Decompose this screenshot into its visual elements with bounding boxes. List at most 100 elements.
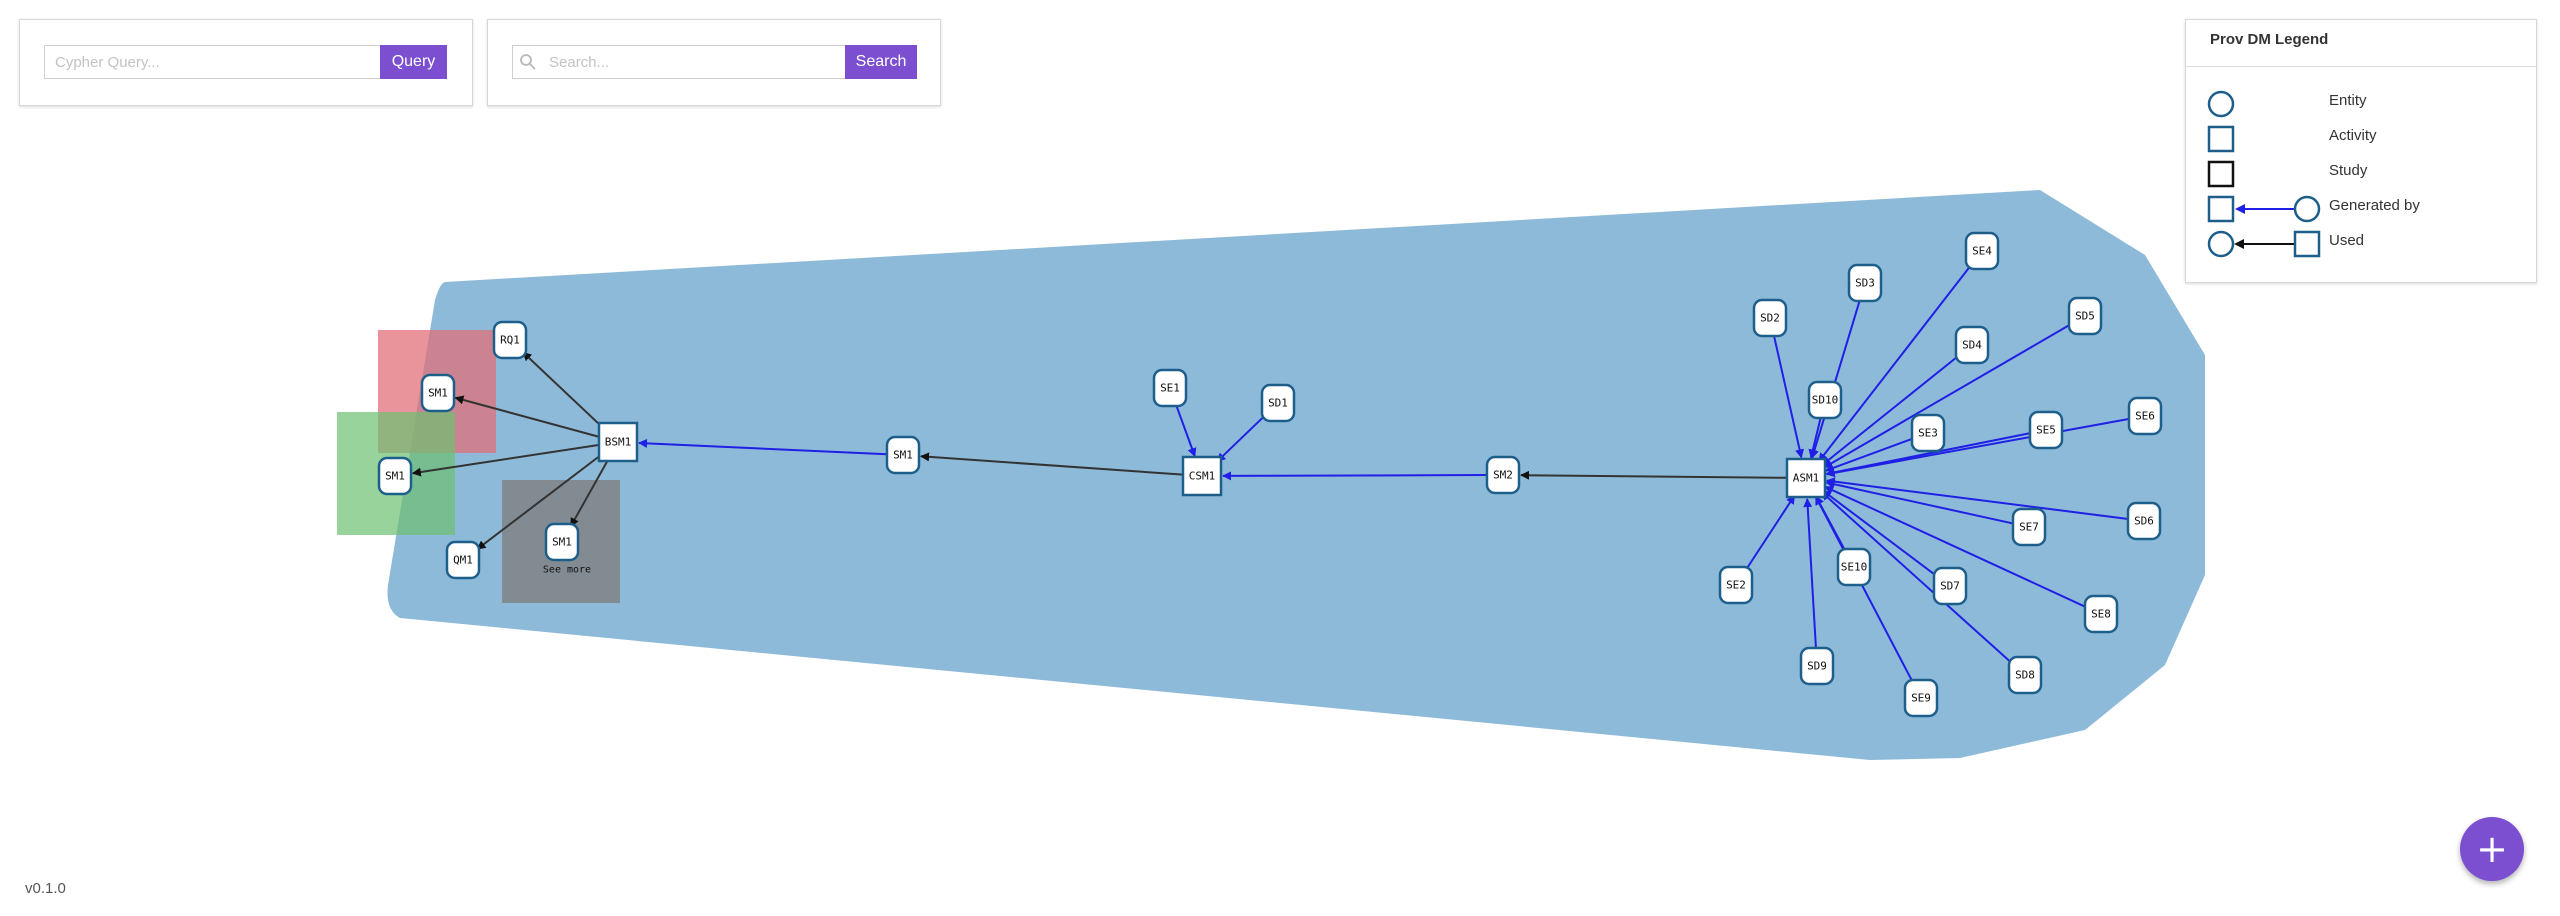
search-input[interactable] <box>512 45 845 79</box>
see-more-link[interactable]: See more <box>543 565 591 576</box>
node-label: CSM1 <box>1189 470 1216 483</box>
node-label: SE7 <box>2019 521 2039 534</box>
node-sd10[interactable]: SD10 <box>1807 380 1843 420</box>
edge-sd10-asm1 <box>1808 415 1823 459</box>
edge-se1-csm1 <box>1174 402 1197 458</box>
node-se9[interactable]: SE9 <box>1903 678 1939 718</box>
node-label: SM2 <box>1493 469 1513 482</box>
edge-sd5-asm1 <box>1823 323 2072 469</box>
entity-node-shape <box>1752 298 1788 338</box>
node-se4[interactable]: SE4 <box>1964 231 2000 271</box>
node-sd3[interactable]: SD3 <box>1847 263 1883 303</box>
generated-by-arrow-icon <box>2207 195 2321 223</box>
edge-se4-asm1 <box>1818 263 1973 463</box>
node-sd8[interactable]: SD8 <box>2007 655 2043 695</box>
activity-node-shape <box>597 421 639 463</box>
edge-asm1-sm2 <box>1520 470 1788 480</box>
node-qm1[interactable]: QM1 <box>445 540 481 580</box>
cypher-query-input[interactable] <box>44 45 380 79</box>
edge-sd8-asm1 <box>1820 491 2014 666</box>
query-button[interactable]: Query <box>380 45 447 79</box>
edge-sm1d-bsm1 <box>638 438 888 456</box>
node-asm1[interactable]: ASM1 <box>1785 457 1827 499</box>
node-se10[interactable]: SE10 <box>1836 547 1872 587</box>
node-label: QM1 <box>453 554 473 567</box>
edge-sd1-csm1 <box>1216 413 1268 463</box>
node-label: SM1 <box>552 536 572 549</box>
node-se2[interactable]: SE2 <box>1718 565 1754 605</box>
entity-node-shape <box>2011 507 2047 547</box>
node-label: SM1 <box>893 449 913 462</box>
edge-sd4-asm1 <box>1821 354 1961 466</box>
entity-node-shape <box>2067 296 2103 336</box>
entity-node-shape <box>1964 231 2000 271</box>
node-sd7[interactable]: SD7 <box>1932 566 1968 606</box>
node-label: SE9 <box>1911 692 1931 705</box>
entity-node-shape <box>2007 655 2043 695</box>
entity-node-shape <box>1836 547 1872 587</box>
version-label: v0.1.0 <box>25 880 66 897</box>
node-label: SE10 <box>1841 561 1868 574</box>
node-label: SE5 <box>2036 424 2056 437</box>
entity-node-shape <box>1903 678 1939 718</box>
node-rq1[interactable]: RQ1 <box>492 320 528 360</box>
legend-title: Prov DM Legend <box>2210 31 2329 48</box>
entity-node-shape <box>1152 368 1188 408</box>
node-sm1a[interactable]: SM1 <box>420 373 456 413</box>
node-label: SD9 <box>1807 660 1827 673</box>
node-se3[interactable]: SE3 <box>1910 413 1946 453</box>
add-button[interactable]: + <box>2460 817 2524 881</box>
entity-node-shape <box>2127 396 2163 436</box>
entity-node-shape <box>1260 383 1296 423</box>
node-label: SE6 <box>2135 410 2155 423</box>
activity-square-icon <box>2207 125 2235 153</box>
edge-sd2-asm1 <box>1772 333 1805 459</box>
edge-bsm1-rq1 <box>522 351 605 430</box>
edge-sd3-asm1 <box>1810 298 1862 459</box>
entity-node-shape <box>885 435 921 475</box>
entity-node-shape <box>1807 380 1843 420</box>
node-sd4[interactable]: SD4 <box>1954 325 1990 365</box>
entity-node-shape <box>377 456 413 496</box>
node-se1[interactable]: SE1 <box>1152 368 1188 408</box>
node-label: SE2 <box>1726 579 1746 592</box>
entity-node-shape <box>1718 565 1754 605</box>
node-sd6[interactable]: SD6 <box>2126 501 2162 541</box>
legend-label-used: Used <box>2329 232 2365 249</box>
node-se5[interactable]: SE5 <box>2028 410 2064 450</box>
node-label: SD2 <box>1760 312 1780 325</box>
node-label: SD1 <box>1268 397 1288 410</box>
node-sd5[interactable]: SD5 <box>2067 296 2103 336</box>
node-sm1b[interactable]: SM1 <box>377 456 413 496</box>
node-sd9[interactable]: SD9 <box>1799 646 1835 686</box>
node-se7[interactable]: SE7 <box>2011 507 2047 547</box>
cypher-query-panel: Query <box>19 19 473 106</box>
edge-se8-asm1 <box>1824 485 2087 609</box>
node-sd1[interactable]: SD1 <box>1260 383 1296 423</box>
search-button[interactable]: Search <box>845 45 917 79</box>
node-label: SD3 <box>1855 277 1875 290</box>
used-arrow-icon <box>2207 230 2321 258</box>
node-bsm1[interactable]: BSM1 <box>597 421 639 463</box>
node-sm1d[interactable]: SM1 <box>885 435 921 475</box>
edge-bsm1-sm1c <box>569 458 610 528</box>
node-sm2[interactable]: SM2 <box>1485 455 1521 495</box>
node-label: ASM1 <box>1793 472 1820 485</box>
node-se8[interactable]: SE8 <box>2083 594 2119 634</box>
entity-node-shape <box>492 320 528 360</box>
edge-se7-asm1 <box>1825 479 2014 525</box>
node-se6[interactable]: SE6 <box>2127 396 2163 436</box>
edge-sd9-asm1 <box>1803 498 1818 651</box>
edge-se9-asm1 <box>1814 495 1915 685</box>
node-label: SD5 <box>2075 310 2095 323</box>
node-label: SD10 <box>1812 394 1839 407</box>
edge-bsm1-qm1 <box>476 452 604 550</box>
node-sd2[interactable]: SD2 <box>1752 298 1788 338</box>
search-panel: Search <box>487 19 941 106</box>
legend-label-activity: Activity <box>2329 127 2377 144</box>
edge-bsm1-sm1a <box>454 395 600 438</box>
activity-node-shape <box>1785 457 1827 499</box>
node-csm1[interactable]: CSM1 <box>1181 455 1223 497</box>
